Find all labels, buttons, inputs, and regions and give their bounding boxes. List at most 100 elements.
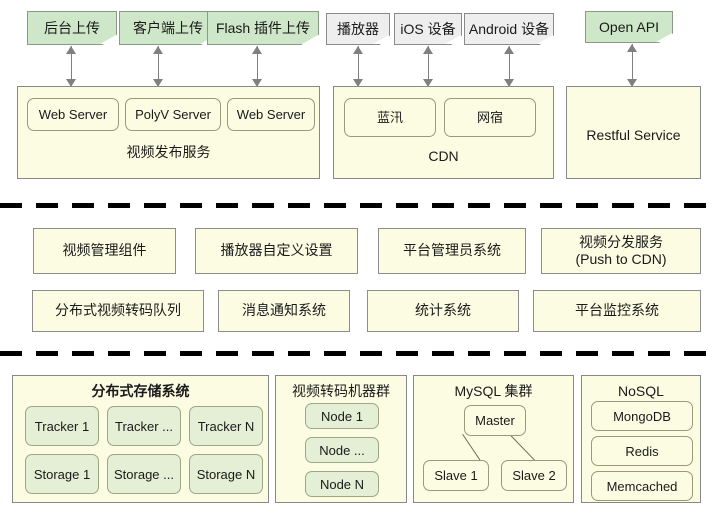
panel-title-nosql: NoSQL xyxy=(618,383,664,399)
node-label: Master xyxy=(475,413,515,428)
node-storage-mid[interactable]: Storage ... xyxy=(107,454,181,494)
fold-corner-icon xyxy=(445,35,461,44)
node-label: Node ... xyxy=(319,442,365,458)
node-storage-1[interactable]: Storage 1 xyxy=(25,454,99,494)
node-label: Memcached xyxy=(606,478,678,494)
separator-line-2 xyxy=(0,351,715,356)
node-storage-n[interactable]: Storage N xyxy=(189,454,263,494)
box-label-line2: (Push to CDN) xyxy=(575,251,667,267)
box-label: 平台监控系统 xyxy=(575,302,659,319)
node-label: Storage N xyxy=(196,466,256,482)
arrow-backend-upload-to-webserver xyxy=(66,46,77,87)
node-mysql-slave-1[interactable]: Slave 1 xyxy=(423,460,489,491)
node-label: PolyV Server xyxy=(135,107,211,122)
note-client-upload[interactable]: 客户端上传 xyxy=(119,11,217,45)
panel-title-restful-service: Restful Service xyxy=(586,127,681,143)
arrow-flash-upload-to-webserver xyxy=(252,46,263,87)
arrow-android-to-cdn xyxy=(504,46,515,87)
node-polyv-server[interactable]: PolyV Server xyxy=(125,98,221,131)
node-label: Tracker N xyxy=(197,418,255,434)
box-label: 视频管理组件 xyxy=(62,242,147,259)
node-label: Storage 1 xyxy=(33,466,91,482)
panel-title-cdn: CDN xyxy=(428,148,459,164)
note-label: Android 设备 xyxy=(468,21,550,37)
arrow-player-to-cdn xyxy=(353,46,364,87)
box-label: 分布式视频转码队列 xyxy=(55,302,181,319)
node-chinacache[interactable]: 蓝汛 xyxy=(344,98,436,137)
note-backend-upload[interactable]: 后台上传 xyxy=(27,11,117,45)
node-transcode-1[interactable]: Node 1 xyxy=(305,403,379,429)
arrow-openapi-to-restful xyxy=(627,44,638,87)
panel-video-publish-service[interactable]: Web Server PolyV Server Web Server 视频发布服… xyxy=(17,86,320,179)
box-platform-monitoring-system[interactable]: 平台监控系统 xyxy=(533,290,701,332)
node-label: MongoDB xyxy=(613,408,671,424)
box-label-line1: 视频分发服务 xyxy=(579,233,663,250)
note-android-device[interactable]: Android 设备 xyxy=(464,13,554,45)
panel-title-distributed-storage-system: 分布式存储系统 xyxy=(91,383,190,399)
node-label: Node 1 xyxy=(321,408,363,424)
note-flash-plugin-upload[interactable]: Flash 插件上传 xyxy=(207,11,319,45)
box-label: 统计系统 xyxy=(415,302,471,319)
panel-mysql-cluster[interactable]: MySQL 集群 Master Slave 1 Slave 2 xyxy=(413,375,574,503)
box-distributed-transcoding-queue[interactable]: 分布式视频转码队列 xyxy=(32,290,204,332)
box-player-custom-settings[interactable]: 播放器自定义设置 xyxy=(195,228,358,274)
node-label: Slave 2 xyxy=(512,468,556,483)
panel-title-video-transcoding-cluster: 视频转码机器群 xyxy=(292,383,390,399)
panel-title-video-publish-service: 视频发布服务 xyxy=(126,144,211,160)
box-statistics-system[interactable]: 统计系统 xyxy=(367,290,519,332)
arrow-client-upload-to-polyv xyxy=(153,46,164,87)
note-label: Open API xyxy=(599,19,659,35)
node-label: Slave 1 xyxy=(434,468,478,483)
fold-corner-icon xyxy=(373,35,389,44)
box-label: 播放器自定义设置 xyxy=(220,242,333,259)
panel-distributed-storage-system[interactable]: 分布式存储系统 Tracker 1 Tracker ... Tracker N … xyxy=(12,375,269,503)
note-open-api[interactable]: Open API xyxy=(585,11,673,43)
node-transcode-mid[interactable]: Node ... xyxy=(305,437,379,463)
fold-corner-icon xyxy=(302,35,318,44)
node-label: 网宿 xyxy=(476,110,503,125)
box-label: 消息通知系统 xyxy=(242,302,326,319)
fold-corner-icon xyxy=(537,35,553,44)
node-label: Redis xyxy=(625,443,659,459)
node-label: 蓝汛 xyxy=(376,110,403,125)
node-web-server-1[interactable]: Web Server xyxy=(27,98,119,131)
node-mysql-master[interactable]: Master xyxy=(464,405,526,436)
node-wangsu[interactable]: 网宿 xyxy=(444,98,536,137)
note-player[interactable]: 播放器 xyxy=(326,13,390,45)
box-label: 平台管理员系统 xyxy=(403,242,501,259)
panel-video-transcoding-cluster[interactable]: 视频转码机器群 Node 1 Node ... Node N xyxy=(275,375,407,503)
note-ios-device[interactable]: iOS 设备 xyxy=(394,13,462,45)
box-video-management-component[interactable]: 视频管理组件 xyxy=(33,228,176,274)
node-memcached[interactable]: Memcached xyxy=(591,471,693,501)
node-transcode-n[interactable]: Node N xyxy=(305,471,379,497)
node-tracker-mid[interactable]: Tracker ... xyxy=(107,406,181,446)
fold-corner-icon xyxy=(656,33,672,42)
node-label: Web Server xyxy=(236,107,306,122)
node-mysql-slave-2[interactable]: Slave 2 xyxy=(501,460,567,491)
arrow-ios-to-cdn xyxy=(423,46,434,87)
node-tracker-1[interactable]: Tracker 1 xyxy=(25,406,99,446)
panel-nosql[interactable]: NoSQL MongoDB Redis Memcached xyxy=(581,375,701,503)
node-web-server-2[interactable]: Web Server xyxy=(227,98,315,131)
note-label: Flash 插件上传 xyxy=(215,20,311,36)
node-redis[interactable]: Redis xyxy=(591,436,693,466)
node-label: Tracker ... xyxy=(114,418,174,434)
note-label: 客户端上传 xyxy=(133,20,203,36)
box-platform-admin-system[interactable]: 平台管理员系统 xyxy=(378,228,526,274)
fold-corner-icon xyxy=(100,35,116,44)
note-label: 播放器 xyxy=(337,21,379,37)
box-message-notification-system[interactable]: 消息通知系统 xyxy=(218,290,350,332)
panel-title-mysql-cluster: MySQL 集群 xyxy=(454,383,533,399)
panel-restful-service[interactable]: Restful Service xyxy=(566,86,701,179)
note-label: 后台上传 xyxy=(44,20,100,36)
node-label: Web Server xyxy=(38,107,108,122)
separator-line-1 xyxy=(0,203,715,208)
node-label: Node N xyxy=(319,476,365,492)
node-mongodb[interactable]: MongoDB xyxy=(591,401,693,431)
node-label: Tracker 1 xyxy=(34,418,90,434)
note-label: iOS 设备 xyxy=(400,21,456,37)
panel-cdn[interactable]: 蓝汛 网宿 CDN xyxy=(333,86,554,179)
box-video-distribution-service[interactable]: 视频分发服务 (Push to CDN) xyxy=(541,228,701,274)
node-label: Storage ... xyxy=(114,466,174,482)
node-tracker-n[interactable]: Tracker N xyxy=(189,406,263,446)
